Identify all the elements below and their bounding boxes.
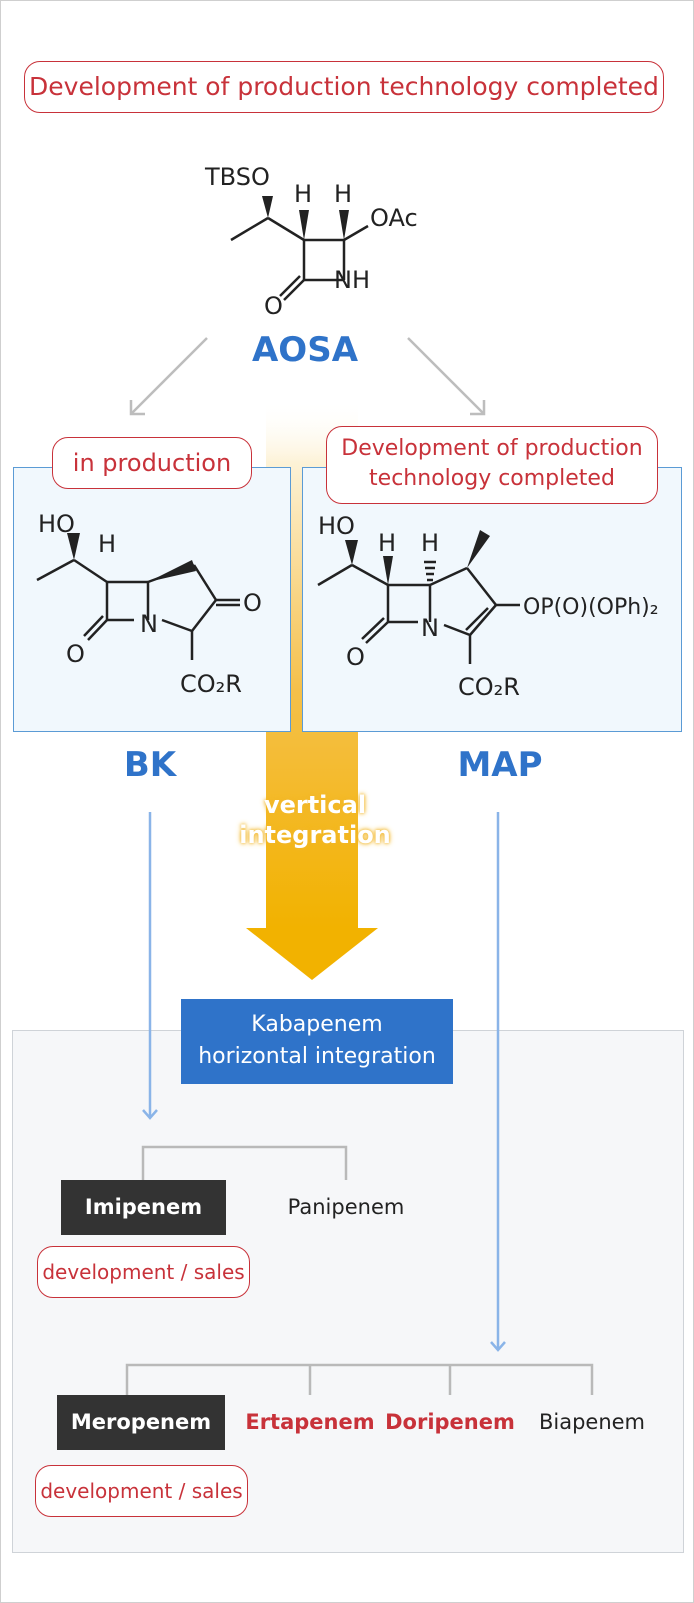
biapenem-label: Biapenem — [538, 1410, 646, 1434]
meropenem-box: Meropenem — [57, 1395, 225, 1450]
panipenem-label: Panipenem — [287, 1195, 405, 1219]
top-status-badge: Development of production technology com… — [24, 61, 664, 113]
map-status-badge: Development of production technology com… — [326, 426, 658, 504]
doripenem-label: Doripenem — [385, 1410, 515, 1434]
map-structure-box — [302, 467, 682, 732]
bk-down-arrow — [142, 812, 158, 1120]
vertical-integration-label: vertical integration — [239, 791, 391, 849]
kabapenem-box: Kabapenem horizontal integration — [181, 999, 453, 1084]
group1-connector — [141, 1145, 348, 1180]
aosa-label: AOSA — [251, 330, 359, 370]
bk-status-badge: in production — [52, 437, 252, 489]
bk-label: BK — [123, 745, 177, 785]
aosa-left-arrow — [129, 337, 208, 416]
imipenem-status-badge: development / sales — [37, 1246, 250, 1298]
map-label: MAP — [457, 745, 543, 785]
imipenem-box: Imipenem — [61, 1180, 226, 1235]
group2-connector — [125, 1363, 594, 1395]
meropenem-status-badge: development / sales — [35, 1465, 248, 1517]
ertapenem-label: Ertapenem — [245, 1410, 375, 1434]
bk-structure-box — [13, 467, 291, 732]
map-down-arrow — [490, 812, 506, 1352]
aosa-right-arrow — [407, 337, 486, 416]
